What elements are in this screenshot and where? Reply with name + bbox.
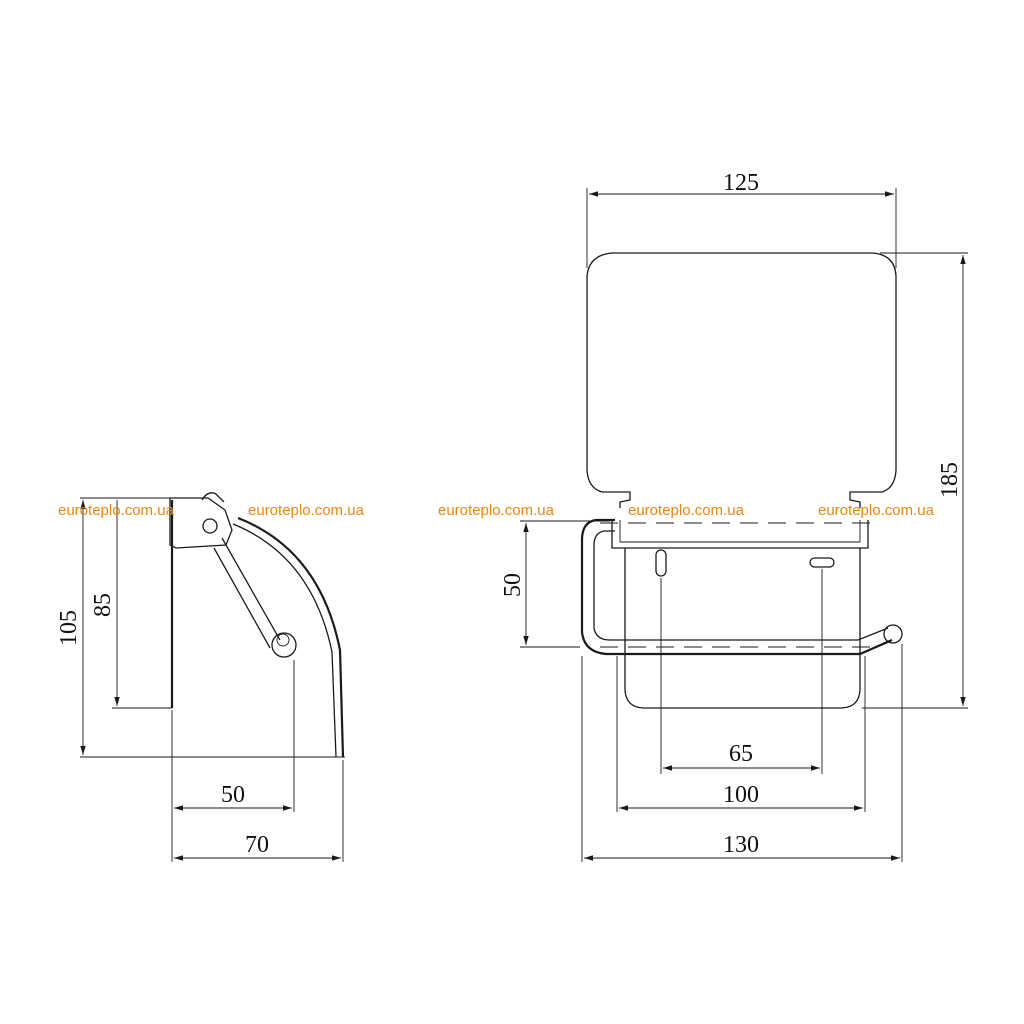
side-cover-curve: [237, 516, 345, 758]
side-cover-edge: [232, 523, 337, 758]
front-mount-base: [611, 520, 869, 549]
side-mount-bracket: [169, 497, 233, 549]
dim-100-label: 100: [723, 782, 759, 808]
side-view: [169, 492, 345, 758]
dim-50-right: 50: [500, 520, 610, 648]
dim-185: 185: [862, 252, 968, 709]
watermark-5: euroteplo.com.ua: [818, 502, 935, 519]
front-slot-left: [655, 549, 667, 577]
front-arm-outer: [580, 518, 893, 656]
dim-50-left: 50: [171, 660, 295, 862]
side-hinge-tab: [201, 492, 225, 503]
front-cover-plate: [586, 252, 897, 493]
front-cover-tab-right: [849, 491, 868, 508]
watermarks: euroteplo.com.ua euroteplo.com.ua eurote…: [58, 502, 935, 519]
side-hinge-pivot: [202, 518, 218, 534]
dim-100: 100: [616, 656, 866, 812]
front-view: [580, 252, 903, 709]
side-arm-tip-inner: [276, 633, 290, 647]
watermark-4: euroteplo.com.ua: [628, 502, 745, 519]
front-mount-base-inner: [619, 520, 861, 543]
front-slot-right: [809, 557, 835, 568]
dim-130: 130: [581, 644, 903, 862]
watermark-1: euroteplo.com.ua: [58, 502, 175, 519]
dim-70: 70: [174, 760, 344, 862]
dim-65: 65: [660, 569, 823, 774]
dim-125: 125: [586, 170, 897, 268]
front-arm-end: [883, 624, 903, 644]
side-arm: [213, 537, 281, 649]
dim-185-label: 185: [937, 462, 963, 498]
dim-85: 85: [90, 500, 172, 709]
watermark-3: euroteplo.com.ua: [438, 502, 555, 519]
dim-130-label: 130: [723, 832, 759, 858]
dim-85-label: 85: [90, 593, 116, 617]
dim-70-label: 70: [245, 832, 269, 858]
dim-50-left-label: 50: [221, 782, 245, 808]
dim-105-label: 105: [56, 610, 82, 646]
front-arm-inner: [593, 530, 889, 641]
watermark-2: euroteplo.com.ua: [248, 502, 365, 519]
dim-105: 105: [56, 497, 345, 758]
side-arm-tip: [271, 632, 297, 658]
dim-125-label: 125: [723, 170, 759, 196]
front-body: [624, 548, 861, 709]
dim-50-right-label: 50: [500, 573, 526, 597]
front-cover-tab-left: [612, 491, 631, 508]
dim-65-label: 65: [729, 741, 753, 767]
